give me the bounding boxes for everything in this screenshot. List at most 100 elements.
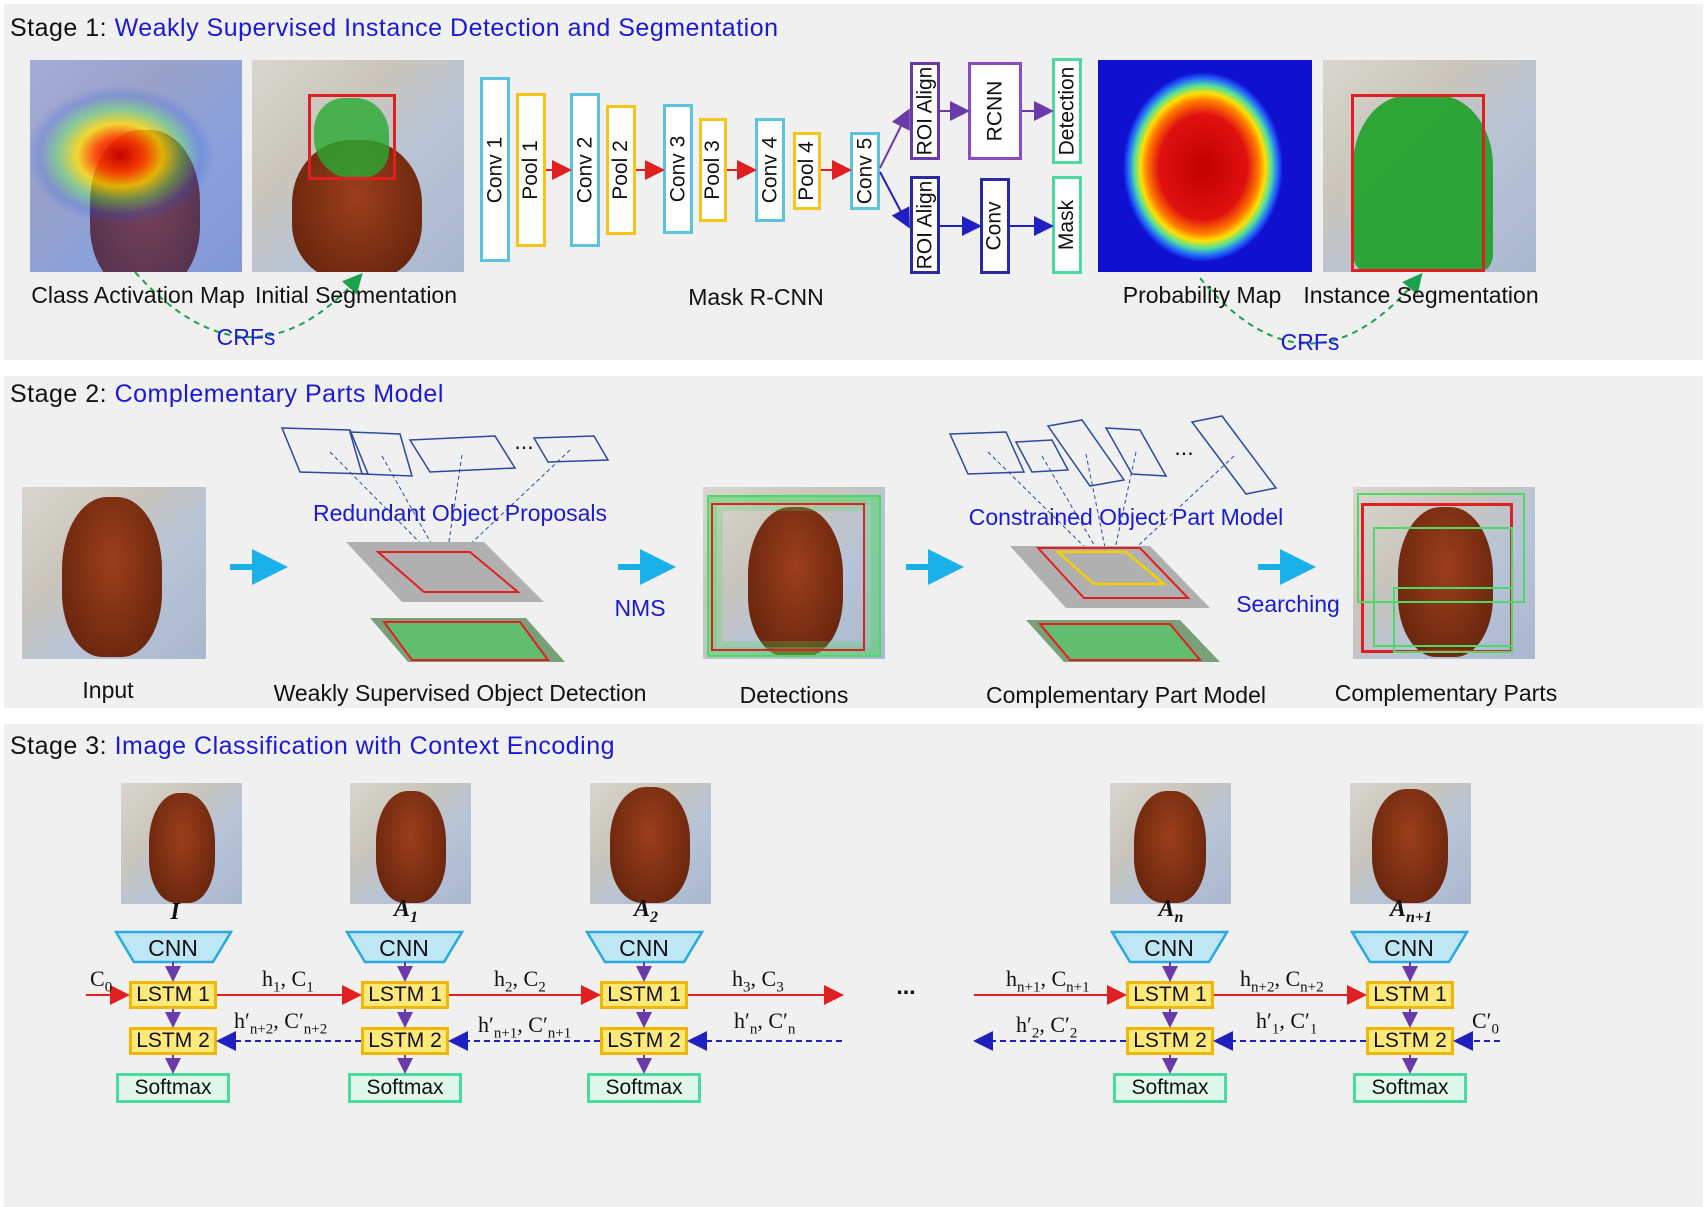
proposal-2 xyxy=(348,431,414,477)
arrow-conv5-roi-top xyxy=(879,108,910,169)
ellipsis-proposals: ... xyxy=(514,428,534,454)
probability-blob xyxy=(1118,72,1288,272)
crfs-label-left: CRFs xyxy=(216,324,276,350)
instance-mask xyxy=(1353,95,1493,272)
proposal-plane-box xyxy=(375,551,521,593)
label-c0p: C′0 xyxy=(1472,1008,1499,1038)
cpm-image-box xyxy=(1037,623,1203,661)
cnn-shape-2 xyxy=(344,930,465,964)
softmax-box-2: Softmax xyxy=(348,1073,462,1103)
lstm2-box-3: LSTM 2 xyxy=(600,1027,688,1055)
roi-align-bottom: ROI Align xyxy=(910,176,940,274)
lstm1-box-5: LSTM 1 xyxy=(1366,981,1454,1009)
crf-arc-right xyxy=(1199,272,1423,345)
ellipsis-parts: ... xyxy=(1174,434,1194,460)
lstm1-box-4: LSTM 1 xyxy=(1126,981,1214,1009)
label-h3c3: h3, C3 xyxy=(732,966,784,996)
rcnn-box: RCNN xyxy=(968,62,1022,160)
class-activation-map-image xyxy=(30,60,242,272)
stage2-graphics xyxy=(230,415,1316,662)
label-hn2p: h′n+2, C′n+2 xyxy=(234,1008,328,1038)
cnn-shape-1 xyxy=(113,930,234,964)
complementary-parts-image xyxy=(1353,487,1535,659)
caption-wsod: Weakly Supervised Object Detection xyxy=(273,680,647,706)
lstm1-box-2: LSTM 1 xyxy=(361,981,449,1009)
part-proposal-2 xyxy=(1014,439,1070,473)
lstm2-box-5: LSTM 2 xyxy=(1366,1027,1454,1055)
proposal-4 xyxy=(532,435,610,463)
part-proposal-3 xyxy=(1046,419,1126,487)
dog-shape xyxy=(610,787,690,903)
cnn-shape-5 xyxy=(1349,930,1470,964)
stage3-heading: Image Classification with Context Encodi… xyxy=(114,732,616,760)
label-i: I xyxy=(170,899,180,925)
label-hn1cn1: hn+1, Cn+1 xyxy=(1006,966,1090,996)
initial-segmentation-image xyxy=(252,60,464,272)
cnn-label-1: CNN xyxy=(148,935,198,961)
stage1-prefix: Stage 1: xyxy=(10,14,108,42)
dog-shape xyxy=(1134,791,1206,903)
caption-cpm: Complementary Part Model xyxy=(986,682,1266,708)
label-a1: A1 xyxy=(393,896,419,926)
cnn-label-4: CNN xyxy=(1144,935,1194,961)
dog-shape xyxy=(376,791,446,903)
part-plane-box-yellow xyxy=(1054,550,1168,586)
lstm1-box-1: LSTM 1 xyxy=(129,981,217,1009)
lstm2-box-1: LSTM 2 xyxy=(129,1027,217,1055)
arrow-conv5-roi-bottom xyxy=(879,171,910,229)
caption-mask-rcnn: Mask R-CNN xyxy=(688,284,824,310)
nms-label: NMS xyxy=(614,595,666,621)
caption-input: Input xyxy=(82,677,134,703)
crf-arc-left xyxy=(134,271,363,338)
pool2-layer: Pool 2 xyxy=(606,105,636,235)
lstm2-box-2: LSTM 2 xyxy=(361,1027,449,1055)
label-h1p: h′1, C′1 xyxy=(1256,1008,1318,1038)
softmax-box-3: Softmax xyxy=(587,1073,701,1103)
stage3-title: Stage 3: Image Classification with Conte… xyxy=(10,732,615,761)
wsod-image-box xyxy=(382,621,550,661)
part-image-an1 xyxy=(1350,783,1471,904)
part-image-an xyxy=(1110,783,1231,904)
part-image-a1 xyxy=(350,783,471,904)
label-h1c1: h1, C1 xyxy=(262,966,314,996)
label-an: An xyxy=(1158,896,1184,926)
pool3-layer: Pool 3 xyxy=(699,118,727,222)
dog-shape xyxy=(149,793,215,903)
part-image-a2 xyxy=(590,783,711,904)
stage1-title: Stage 1: Weakly Supervised Instance Dete… xyxy=(10,14,779,43)
stage1-heading: Weakly Supervised Instance Detection and… xyxy=(114,14,779,42)
dog-shape xyxy=(748,507,843,657)
lstm1-box-3: LSTM 1 xyxy=(600,981,688,1009)
cnn-label-5: CNN xyxy=(1384,935,1434,961)
part-plane xyxy=(1010,546,1210,608)
searching-label: Searching xyxy=(1236,591,1340,617)
caption-instance-segmentation: Instance Segmentation xyxy=(1303,282,1539,308)
redundant-proposals-label: Redundant Object Proposals xyxy=(312,500,608,526)
part-proposal-1 xyxy=(948,431,1026,475)
cnn-label-3: CNN xyxy=(619,935,669,961)
stage1-arrows xyxy=(134,101,1423,345)
probability-map-image xyxy=(1098,60,1312,272)
label-c0: C0 xyxy=(90,966,113,996)
pool1-layer: Pool 1 xyxy=(516,93,546,247)
part-box-3 xyxy=(1357,493,1525,603)
label-a2: A2 xyxy=(633,896,659,926)
dog-shape xyxy=(1372,789,1448,903)
label-h2p: h′2, C′2 xyxy=(1016,1012,1078,1042)
caption-probability-map: Probability Map xyxy=(1122,282,1282,308)
stage2-prefix: Stage 2: xyxy=(10,380,108,408)
label-hnp: h′n, C′n xyxy=(734,1008,796,1038)
stage3-prefix: Stage 3: xyxy=(10,732,108,760)
softmax-box-4: Softmax xyxy=(1113,1073,1227,1103)
label-h2c2: h2, C2 xyxy=(494,966,546,996)
part-proposal-5 xyxy=(1190,415,1278,495)
stage2-heading: Complementary Parts Model xyxy=(114,380,444,408)
proposal-plane xyxy=(346,542,544,602)
stage2-title: Stage 2: Complementary Parts Model xyxy=(10,380,444,409)
caption-complementary-parts: Complementary Parts xyxy=(1334,680,1558,706)
label-hn2cn2: hn+2, Cn+2 xyxy=(1240,966,1324,996)
dog-shape xyxy=(62,497,162,657)
instance-segmentation-image xyxy=(1323,60,1536,272)
